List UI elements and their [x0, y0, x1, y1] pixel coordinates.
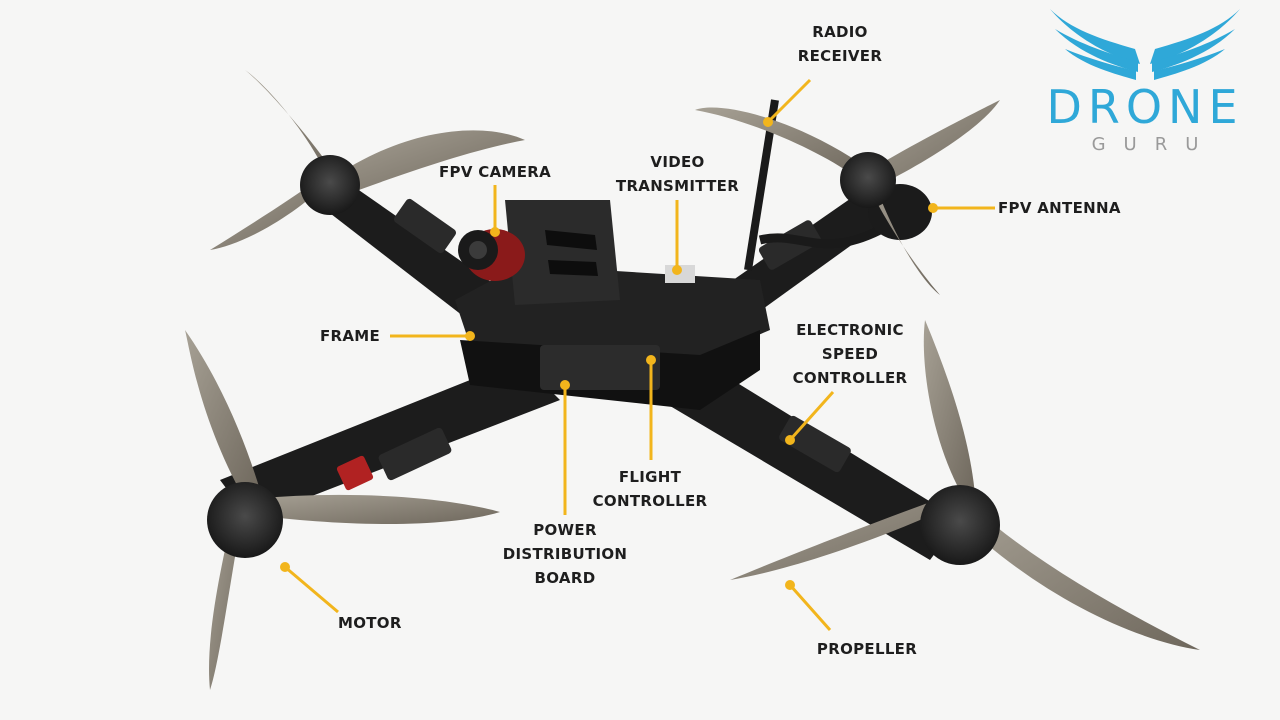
propeller-front-right — [695, 100, 1000, 295]
label-fpv-camera: FPV CAMERA — [438, 163, 552, 181]
leader-radio-receiver — [766, 78, 812, 124]
flight-controller-stack — [540, 345, 660, 390]
drone-guru-logo — [1050, 9, 1240, 80]
label-motor: MOTOR — [338, 614, 402, 632]
label-frame: FRAME — [320, 327, 381, 345]
label-propeller: PROPELLER — [816, 640, 918, 658]
frame-body — [455, 200, 770, 410]
camera-mount-plate — [505, 200, 620, 305]
label-radio-receiver: RADIO RECEIVER — [797, 23, 883, 65]
label-flight-controller: FLIGHT CONTROLLER — [592, 468, 708, 510]
propeller-rear-right — [730, 320, 1200, 650]
motor-rear-left — [207, 482, 283, 558]
wings-icon — [1050, 9, 1240, 80]
logo-subtitle: GURU — [1091, 134, 1217, 155]
leader-motor — [284, 565, 339, 614]
label-fpv-antenna: FPV ANTENNA — [998, 199, 1121, 217]
leader-propeller — [788, 584, 832, 631]
label-esc: ELECTRONIC SPEED CONTROLLER — [792, 321, 908, 387]
logo-wordmark: DRONE — [1046, 80, 1244, 134]
label-pdb: POWER DISTRIBUTION BOARD — [502, 521, 628, 587]
motor-rear-right — [920, 485, 1000, 565]
motor-front-left — [300, 155, 360, 215]
motor-front-right — [840, 152, 896, 208]
leader-lines — [280, 78, 995, 631]
propeller-front-left — [210, 70, 525, 250]
esc-boards — [336, 198, 851, 491]
label-video-transmitter: VIDEO TRANSMITTER — [615, 153, 740, 195]
propeller-rear-left — [185, 330, 500, 690]
leader-esc — [788, 390, 835, 442]
